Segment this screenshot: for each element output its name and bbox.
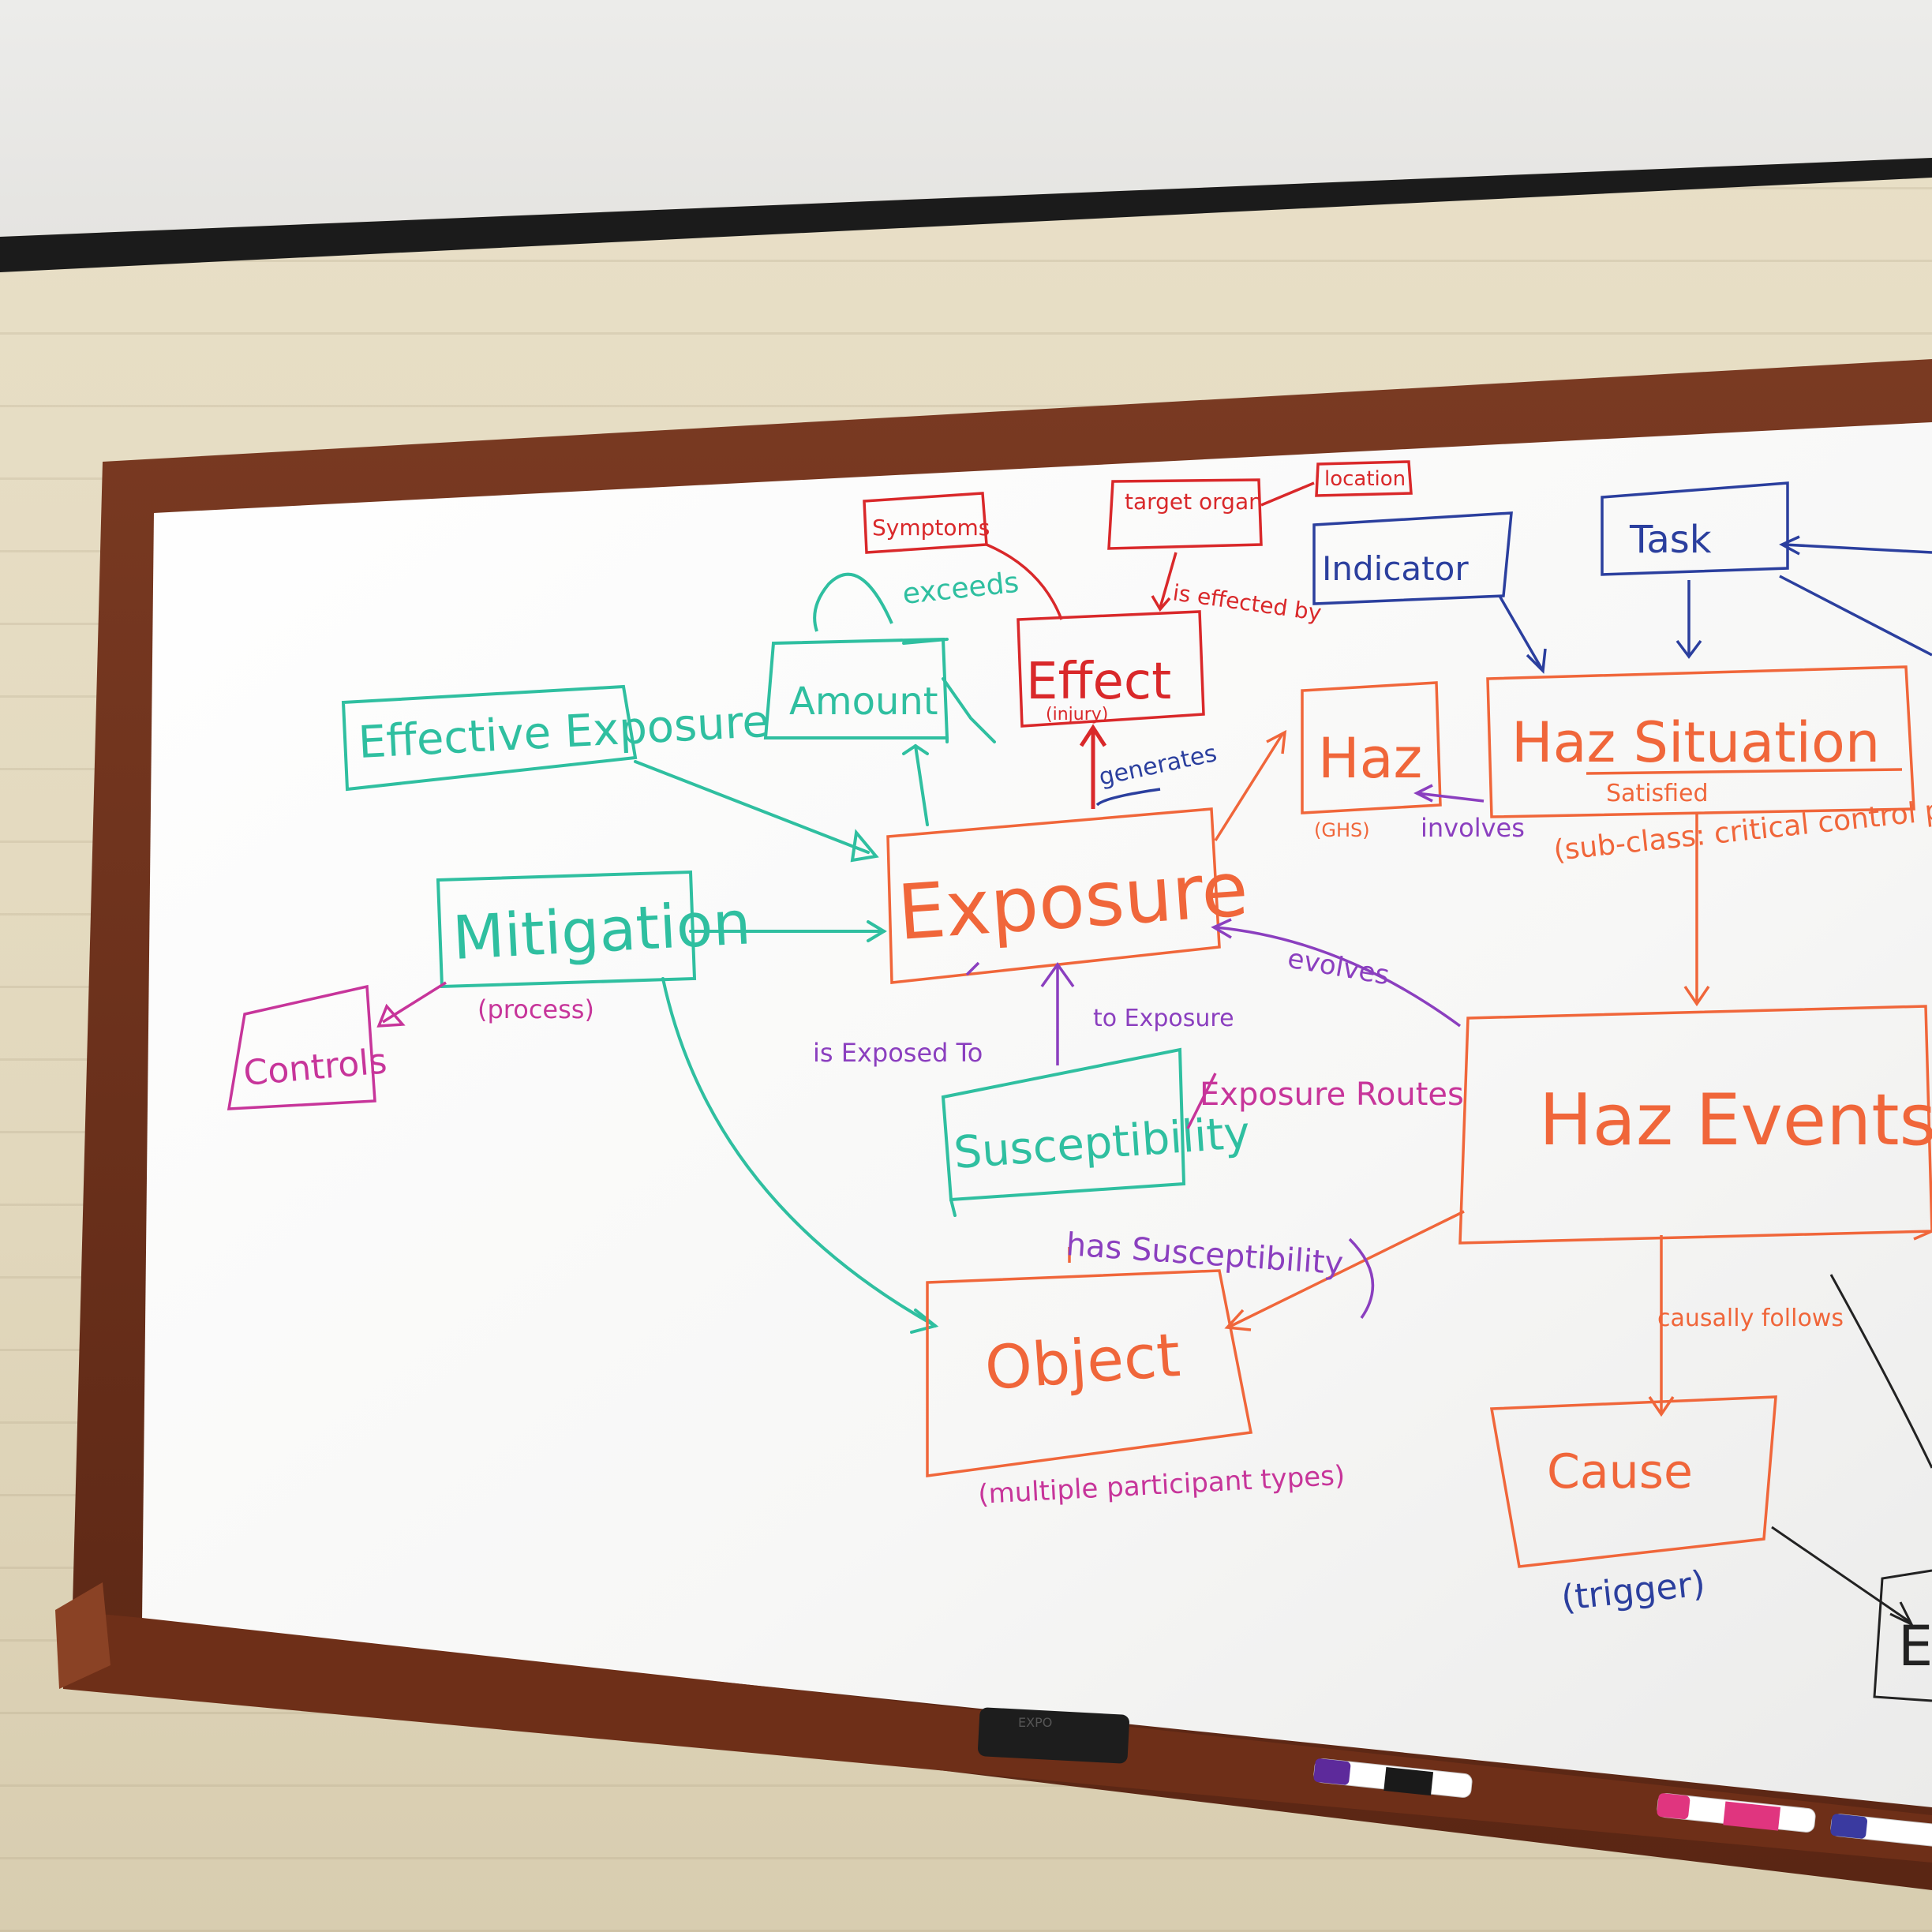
amount-label: Amount bbox=[789, 680, 938, 724]
pink-marker[interactable] bbox=[1657, 1793, 1816, 1833]
black-drawings bbox=[1771, 1274, 1932, 1702]
teal-drawings bbox=[341, 637, 1186, 1334]
cause-label: Cause bbox=[1547, 1444, 1693, 1500]
red-drawings bbox=[863, 460, 1413, 809]
partial-e-label: E bbox=[1898, 1614, 1932, 1679]
edge-hazevents-object bbox=[1230, 1210, 1465, 1327]
magenta-drawings bbox=[227, 981, 1217, 1129]
marker-tray-lip bbox=[55, 1582, 110, 1689]
haz-sub-label: (GHS) bbox=[1314, 819, 1370, 841]
haz-events-box bbox=[1458, 1005, 1932, 1245]
mitigation-sub-label: (process) bbox=[477, 994, 594, 1024]
location-box bbox=[1315, 460, 1413, 497]
edge-effective-exposure bbox=[634, 760, 870, 854]
whiteboard-surface bbox=[142, 422, 1932, 1807]
symptoms-label: Symptoms bbox=[872, 515, 990, 541]
edge-involves bbox=[1416, 792, 1485, 803]
location-label: location bbox=[1324, 467, 1406, 491]
haz-label: Haz bbox=[1318, 726, 1422, 791]
to-exposure-label: to Exposure bbox=[1093, 1005, 1234, 1032]
exceeds-loop bbox=[813, 572, 893, 632]
blue-marker[interactable] bbox=[1830, 1814, 1932, 1847]
mitigation-box bbox=[436, 870, 697, 989]
haz-events-label: Haz Events bbox=[1539, 1079, 1932, 1162]
susceptibility-box bbox=[941, 1047, 1186, 1202]
exposure-box bbox=[886, 807, 1221, 984]
orange-drawings bbox=[886, 665, 1932, 1568]
indicator-label: Indicator bbox=[1322, 549, 1469, 588]
haz-box bbox=[1301, 681, 1442, 814]
indicator-box bbox=[1312, 511, 1513, 605]
purple-drawings bbox=[965, 784, 1485, 1320]
target-organ-box bbox=[1107, 478, 1263, 550]
causally-follows-label: causally follows bbox=[1657, 1305, 1844, 1332]
effective-exposure-box bbox=[341, 684, 638, 792]
task-box bbox=[1601, 481, 1789, 576]
eraser-label: EXPO bbox=[1018, 1715, 1052, 1730]
haz-situation-label: Haz Situation bbox=[1511, 710, 1880, 775]
mitigation-label: Mitigation bbox=[451, 887, 752, 973]
edge-mitigation-object bbox=[661, 977, 937, 1327]
eraser[interactable]: EXPO bbox=[978, 1707, 1130, 1764]
cause-box bbox=[1489, 1395, 1777, 1568]
effect-label: Effect bbox=[1026, 653, 1171, 711]
purple-marker[interactable] bbox=[1313, 1758, 1473, 1799]
blue-drawings bbox=[1095, 481, 1932, 807]
haz-situation-box bbox=[1486, 665, 1915, 818]
object-label: Object bbox=[983, 1320, 1182, 1403]
effect-box bbox=[1017, 610, 1205, 728]
involves-label: involves bbox=[1421, 813, 1525, 843]
is-exposed-to-label: is Exposed To bbox=[813, 1038, 983, 1068]
edge-exposure-haz bbox=[1214, 733, 1284, 841]
task-label: Task bbox=[1629, 518, 1712, 562]
target-organ-label: target organ bbox=[1125, 489, 1263, 515]
edge-exposure-amount bbox=[914, 744, 929, 826]
object-box bbox=[926, 1269, 1253, 1478]
haz-situation-sub-label: Satisfied bbox=[1606, 780, 1709, 807]
partial-e-box bbox=[1873, 1569, 1932, 1702]
edge-evolves bbox=[1215, 926, 1462, 1028]
controls-box bbox=[227, 984, 376, 1110]
exposure-routes-label: Exposure Routes bbox=[1200, 1076, 1464, 1113]
effect-sub-label: (injury) bbox=[1046, 705, 1108, 724]
